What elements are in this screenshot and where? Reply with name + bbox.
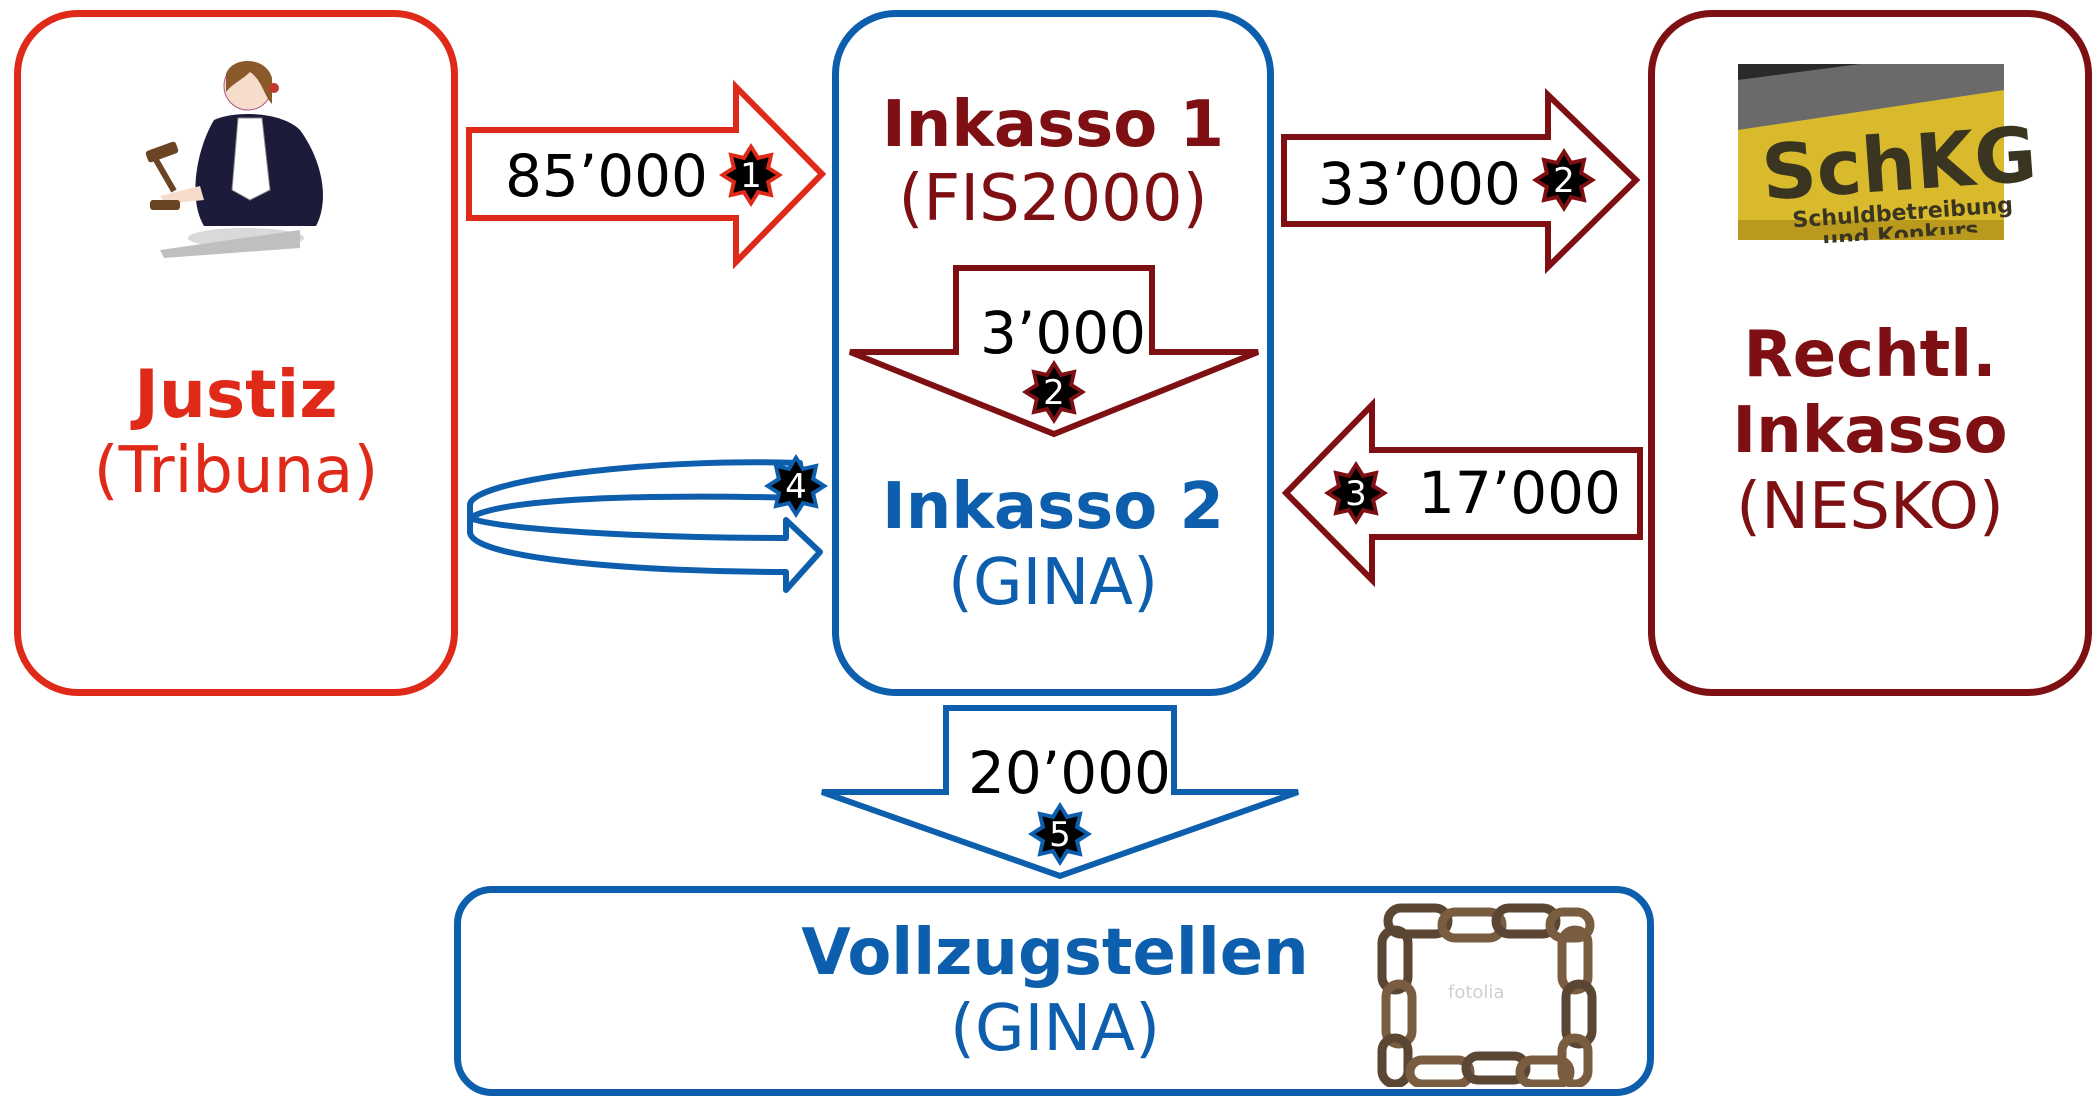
vollzugstellen-title: Vollzugstellen: [801, 916, 1309, 990]
amount-label: 33’000: [1318, 150, 1521, 218]
arrow-inkasso1-to-inkasso2: [848, 265, 1260, 438]
vollzugstellen-subtitle: (GINA): [949, 992, 1161, 1066]
step-badge-1: 1: [719, 143, 783, 207]
badge-number: 1: [740, 156, 762, 196]
judge-icon: [145, 60, 323, 258]
badge-fill: [1035, 809, 1085, 859]
schkg-sign-text: SchKG: [1759, 109, 2040, 217]
badge-fill: [1331, 468, 1381, 518]
arrow-rechtl-to-inkasso2: [1281, 397, 1643, 588]
step-badge-2: 2: [1532, 148, 1596, 212]
inkasso1-title: Inkasso 1: [881, 88, 1225, 162]
rechtl-title-line2: Inkasso: [1732, 394, 2008, 468]
amount-label: 3’000: [980, 299, 1146, 367]
amount-label: 85’000: [505, 142, 708, 210]
justiz-subtitle: (Tribuna): [93, 434, 379, 508]
badge-fill: [771, 461, 821, 511]
badge-number: 2: [1553, 161, 1575, 201]
badge-number: 4: [785, 467, 807, 507]
arrow-inkasso1-to-rechtl: [1281, 87, 1641, 275]
step-badge-3: 3: [1324, 461, 1388, 525]
chain-watermark: fotolia: [1448, 982, 1504, 1003]
badge-fill: [726, 150, 776, 200]
chain-icon: [1377, 903, 1597, 1087]
badge-fill: [1539, 155, 1589, 205]
step-badge-2: 2: [1022, 360, 1086, 424]
step-badge-5: 5: [1028, 802, 1092, 866]
amount-label: 17’000: [1418, 459, 1621, 527]
inkasso1-subtitle: (FIS2000): [898, 162, 1208, 236]
badge-number: 2: [1043, 373, 1065, 413]
justiz-title: Justiz: [134, 356, 338, 433]
arrow-justiz-to-inkasso1: [466, 79, 827, 270]
badge-fill: [1029, 367, 1079, 417]
badge-number: 3: [1345, 474, 1367, 514]
step-badge-4: 4: [764, 454, 828, 518]
rechtl-title-line1: Rechtl.: [1743, 318, 1997, 392]
arrow-justiz-loop: [467, 459, 823, 593]
amount-label: 20’000: [968, 739, 1171, 807]
badge-number: 5: [1049, 815, 1071, 855]
schkg-sign-icon: [1738, 64, 2004, 240]
rechtl-subtitle: (NESKO): [1736, 470, 2004, 544]
inkasso2-title: Inkasso 2: [881, 470, 1225, 544]
arrow-inkasso2-to-vollzug: [821, 705, 1299, 880]
inkasso2-subtitle: (GINA): [947, 546, 1159, 620]
